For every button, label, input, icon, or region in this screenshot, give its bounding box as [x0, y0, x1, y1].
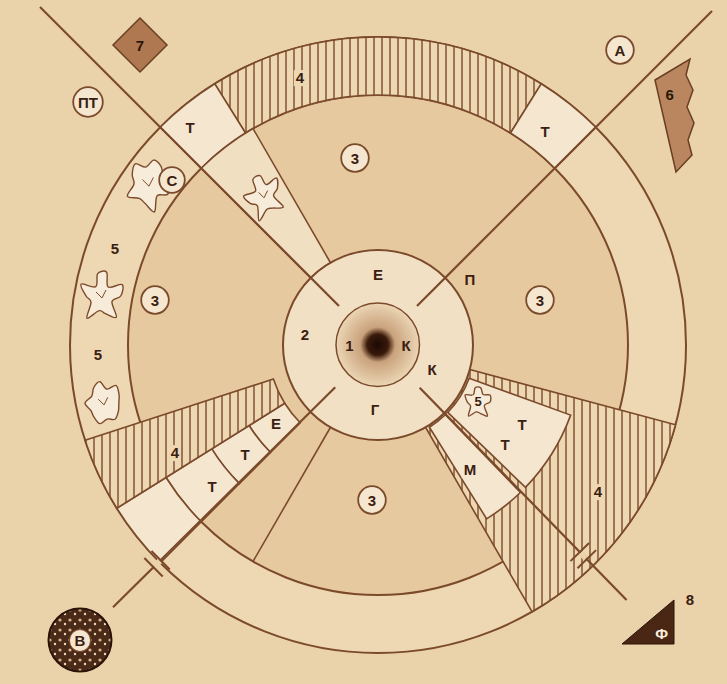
circle-marker: ПТ — [72, 86, 104, 118]
sector-divider — [253, 427, 331, 561]
callout-label: Т — [515, 417, 528, 433]
callout-label: Т — [205, 479, 218, 495]
wedge-marker-outline — [650, 55, 695, 175]
node-text: 3 — [536, 293, 544, 308]
hatched-sector — [85, 379, 285, 508]
axis-connector — [420, 388, 627, 600]
callout-label: П — [463, 272, 478, 288]
callout-label: 8 — [684, 592, 696, 608]
hatched-sector — [426, 370, 676, 612]
map-detail — [259, 191, 268, 198]
map-detail — [142, 177, 153, 186]
node-text: 3 — [151, 293, 159, 308]
wedge-marker: 6 — [650, 55, 695, 175]
circle-marker: С — [158, 166, 186, 194]
node-text: В — [69, 629, 92, 652]
zone-number: 3 — [525, 285, 555, 315]
callout-label: Е — [269, 416, 283, 432]
ring-cell — [510, 84, 595, 168]
axis-connector — [113, 387, 335, 607]
node-text: А — [615, 43, 626, 58]
axis-line — [40, 7, 339, 306]
ring-cell — [448, 378, 571, 487]
textured-circle: В — [47, 607, 113, 673]
node-text: ПТ — [78, 95, 98, 110]
node-text: Ф — [655, 626, 668, 641]
diamond-marker: 7 — [112, 17, 168, 73]
zone-number: 3 — [340, 143, 370, 173]
hatched-sector — [215, 37, 541, 133]
break-tick — [144, 558, 162, 576]
break-marks — [144, 543, 596, 577]
callout-label: К — [425, 362, 438, 378]
core-circle: 1К — [335, 302, 421, 388]
callout-label: Е — [371, 267, 385, 283]
break-gap — [580, 553, 586, 559]
break-tick — [577, 550, 596, 568]
edge-group — [113, 387, 627, 607]
node-text: 6 — [666, 87, 674, 102]
zone-number: 3 — [140, 285, 170, 315]
node-text: 7 — [136, 38, 144, 53]
node-text: К — [402, 338, 411, 353]
axis-line — [417, 11, 712, 306]
ring-cell — [429, 415, 520, 519]
callout-label: 5 — [92, 347, 104, 363]
node-text: С — [167, 173, 178, 188]
zone-number: 3 — [357, 485, 387, 515]
node-text: 1 — [345, 338, 353, 353]
callout-label: Т — [183, 120, 196, 136]
callout-label: 4 — [169, 445, 181, 461]
callout-label: 2 — [299, 327, 311, 343]
callout-label: Г — [369, 402, 382, 418]
callout-label: 5 — [472, 395, 483, 409]
map-blob — [465, 387, 491, 416]
map-blob — [81, 271, 123, 318]
callout-label: 4 — [294, 70, 306, 86]
node-text: 3 — [368, 493, 376, 508]
map-detail — [98, 397, 108, 405]
callout-label: М — [462, 462, 479, 478]
circle-marker: А — [605, 35, 635, 65]
map-blob — [85, 382, 119, 424]
callout-label: 4 — [592, 484, 604, 500]
callout-label: Т — [538, 124, 551, 140]
callout-label: 5 — [109, 241, 121, 257]
node-text: 3 — [351, 151, 359, 166]
break-gap — [154, 561, 160, 567]
map-blob — [244, 176, 284, 221]
ring-wedge — [201, 128, 330, 277]
map-detail — [96, 290, 106, 298]
callout-label: Т — [238, 447, 251, 463]
map-blobs — [81, 160, 491, 424]
callout-label: Т — [498, 437, 511, 453]
triangle-marker: Ф — [622, 600, 674, 644]
